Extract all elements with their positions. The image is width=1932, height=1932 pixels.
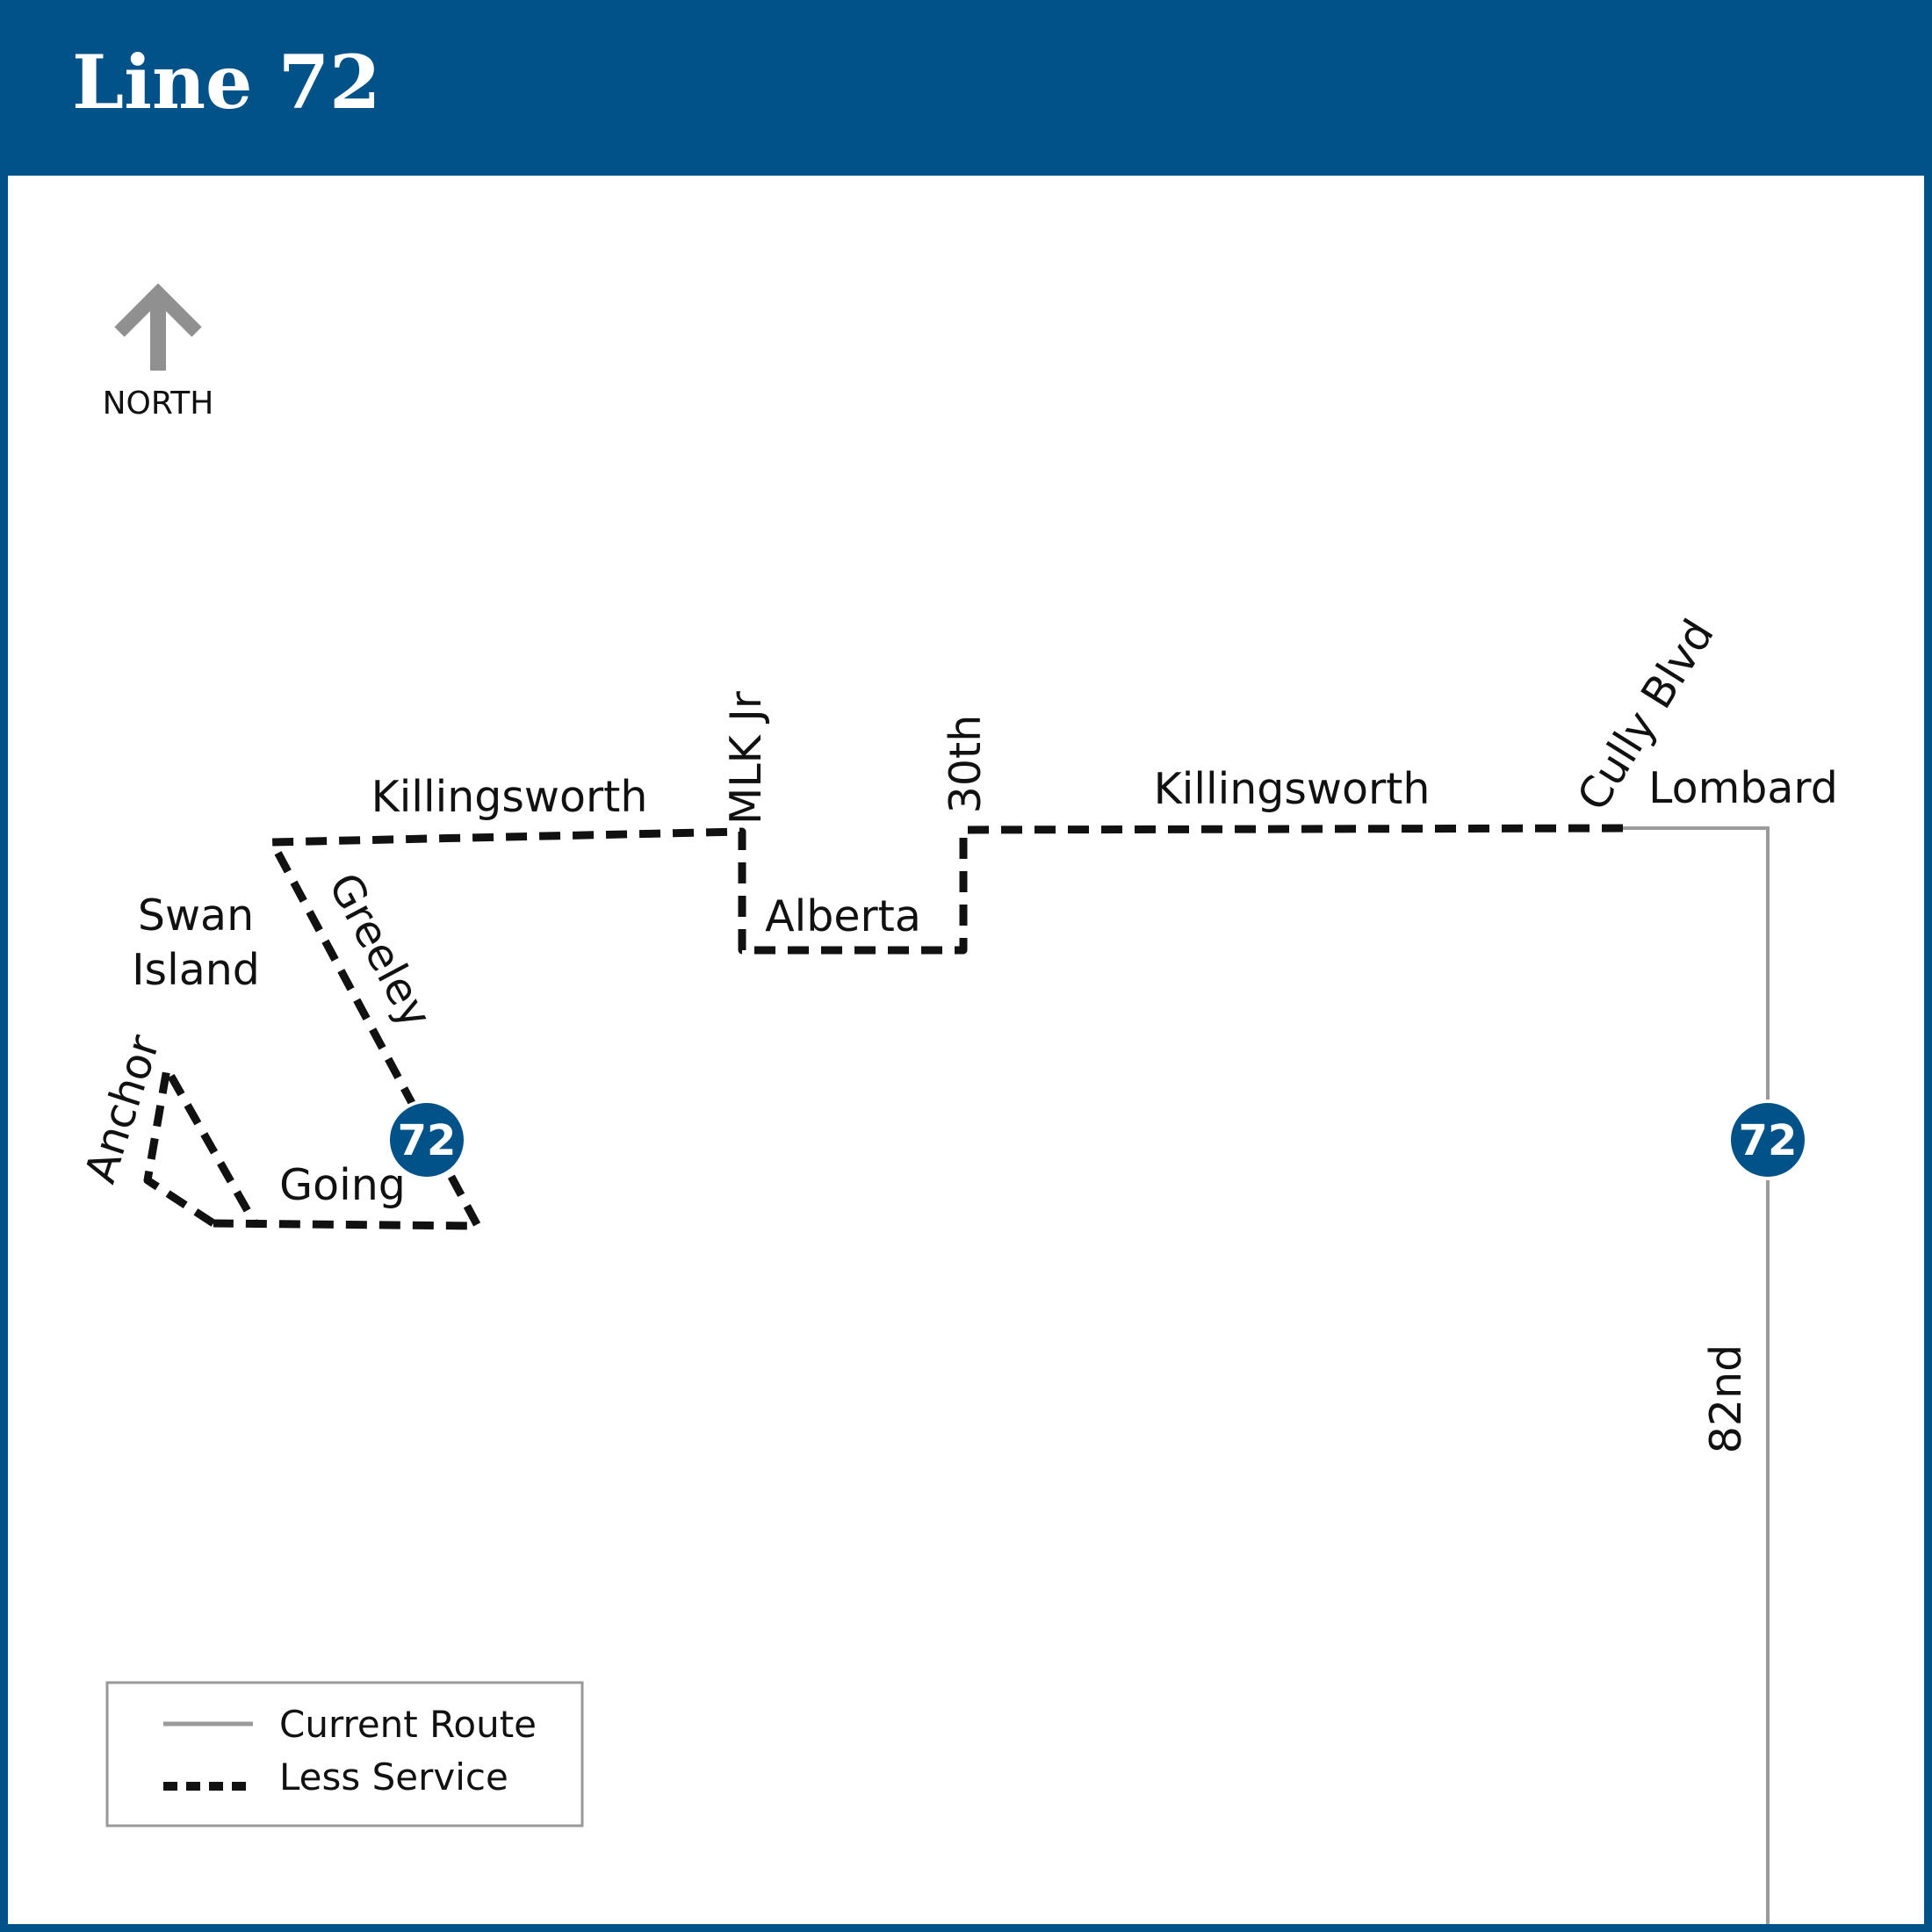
route-shield-circle-icon <box>386 1099 467 1180</box>
street-label-alberta: Alberta <box>765 891 921 941</box>
north-arrow: NORTH <box>103 283 214 422</box>
legend-less-service-label: Less Service <box>279 1755 508 1799</box>
current-route-line <box>1623 826 1770 1924</box>
route-shield-west: 72 <box>386 1099 467 1180</box>
legend-box <box>105 1681 584 1827</box>
legend-current-route-label: Current Route <box>279 1703 537 1746</box>
street-label-82nd: 82nd <box>1701 1344 1751 1454</box>
north-label: NORTH <box>103 386 214 422</box>
page-title: Line 72 <box>72 39 381 126</box>
street-label-lombard: Lombard <box>1648 763 1838 813</box>
street-label-killingsworth-east: Killingsworth <box>1154 764 1431 814</box>
route-shield-number: 72 <box>1739 1116 1798 1165</box>
route-shield-east: 72 <box>1727 1099 1808 1180</box>
place-label-swan-island-line1: Swan <box>138 890 254 941</box>
street-label-anchor: Anchor <box>76 1028 170 1189</box>
header-bar: Line 72 <box>0 0 1932 176</box>
place-label-swan-island-line2: Island <box>132 945 260 995</box>
street-label-killingsworth-west: Killingsworth <box>371 772 648 822</box>
less-service-anchor-loop <box>143 1064 258 1227</box>
route-shield-number: 72 <box>398 1116 457 1165</box>
street-label-30th: 30th <box>941 715 991 814</box>
legend: Current Route Less Service <box>105 1681 584 1827</box>
street-label-mlk: MLK Jr <box>721 690 771 825</box>
north-arrow-head-icon <box>114 283 202 337</box>
route-shield-circle-icon <box>1727 1099 1808 1180</box>
street-label-greeley: Greeley <box>319 865 442 1036</box>
street-label-going: Going <box>279 1160 406 1210</box>
